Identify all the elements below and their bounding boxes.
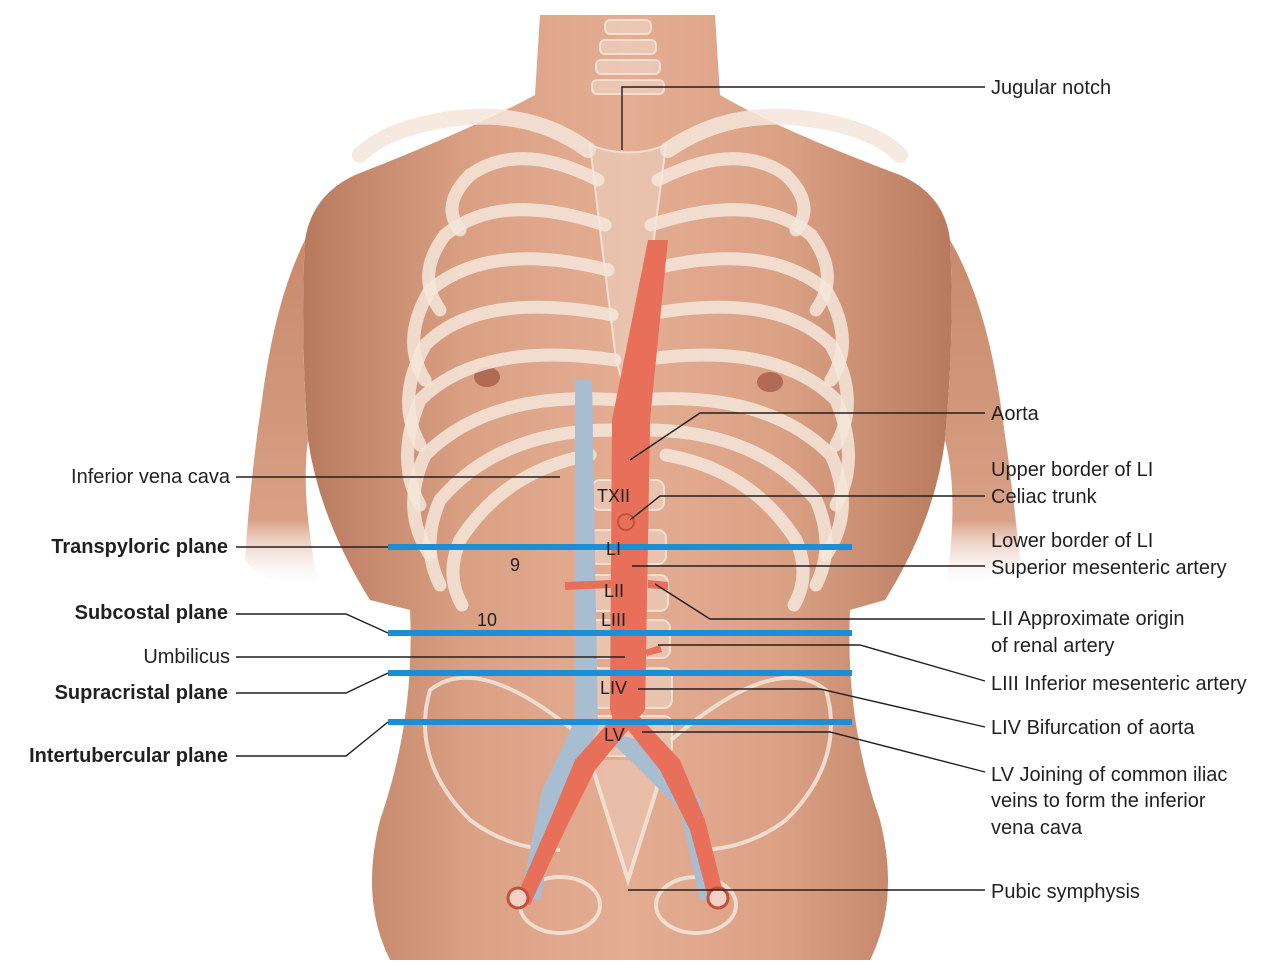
pelvis [423, 675, 833, 935]
cervical-spine [591, 19, 665, 95]
aorta-label: Aorta [991, 403, 1039, 425]
liv-bifurcation-label: LIV Bifurcation of aorta [991, 717, 1195, 739]
liv-leader [638, 688, 986, 728]
supracristal-plane-label: Supracristal plane [54, 682, 228, 704]
left-ribs [401, 152, 625, 612]
vertebra-liii-label: LIII [601, 610, 627, 630]
right-ribs [631, 152, 855, 612]
vertebra-lii-label: LII [604, 581, 625, 601]
right-common-iliac-artery [515, 715, 628, 905]
vertebra-txii-label: TXII [597, 486, 631, 506]
inferior-mesenteric-vessel [645, 645, 662, 656]
aorta-leader [629, 412, 985, 461]
left-renal-artery [648, 580, 668, 590]
lii-renal-label-line1: LII Approximate origin [991, 608, 1185, 630]
rib-10-label: 10 [477, 610, 498, 630]
vertebra-lv-label: LV [604, 725, 625, 745]
right-arm [945, 240, 1020, 590]
transpyloric-plane-label: Transpyloric plane [51, 536, 228, 558]
supracristal-leader [236, 672, 389, 694]
vertebra-liv-label: LIV [600, 678, 628, 698]
left-common-iliac-vein [598, 730, 722, 900]
pubic-symphysis-label: Pubic symphysis [991, 881, 1140, 903]
jugular-notch-leader [621, 86, 985, 150]
renal-leader [654, 583, 985, 620]
celiac-trunk-leader [629, 495, 985, 521]
left-common-iliac-artery [628, 715, 725, 905]
lv-label-line1: LV Joining of common iliac [991, 764, 1228, 786]
planes [388, 544, 852, 725]
lv-leader [642, 731, 986, 773]
lower-border-li-label: Lower border of LI [991, 530, 1154, 552]
left-arm [245, 240, 320, 590]
inferior-vena-cava-vessel [520, 380, 598, 900]
celiac-trunk-vessel [617, 513, 635, 531]
lii-renal-label-line2: of renal artery [991, 635, 1115, 657]
subcostal-leader [236, 613, 389, 634]
celiac-trunk-label: Celiac trunk [991, 486, 1097, 508]
right-renal-artery [565, 580, 612, 590]
left-clavicle [352, 108, 596, 163]
left-nipple [474, 367, 500, 387]
lv-label-line3: vena cava [991, 817, 1083, 839]
subcostal-plane-label: Subcostal plane [74, 602, 228, 624]
vertebra-li-label: LI [606, 539, 622, 559]
right-clavicle [660, 108, 908, 163]
right-nipple [757, 372, 783, 392]
ima-leader [658, 644, 986, 682]
jugular-notch-label: Jugular notch [991, 77, 1112, 99]
inferior-vena-cava-label: Inferior vena cava [71, 466, 230, 488]
liii-inferior-mesenteric-label: LIII Inferior mesenteric artery [991, 673, 1247, 695]
intertubercular-leader [236, 721, 389, 757]
vessels [506, 240, 730, 910]
lv-label-line2: veins to form the inferior [991, 790, 1206, 812]
superior-mesenteric-artery-label: Superior mesenteric artery [991, 557, 1227, 579]
umbilicus-label: Umbilicus [143, 646, 230, 668]
skeleton [352, 19, 908, 935]
intertubercular-plane-label: Intertubercular plane [29, 745, 228, 767]
upper-border-li-label: Upper border of LI [991, 459, 1154, 481]
leader-lines [236, 86, 986, 891]
rib-9-label: 9 [510, 555, 521, 575]
